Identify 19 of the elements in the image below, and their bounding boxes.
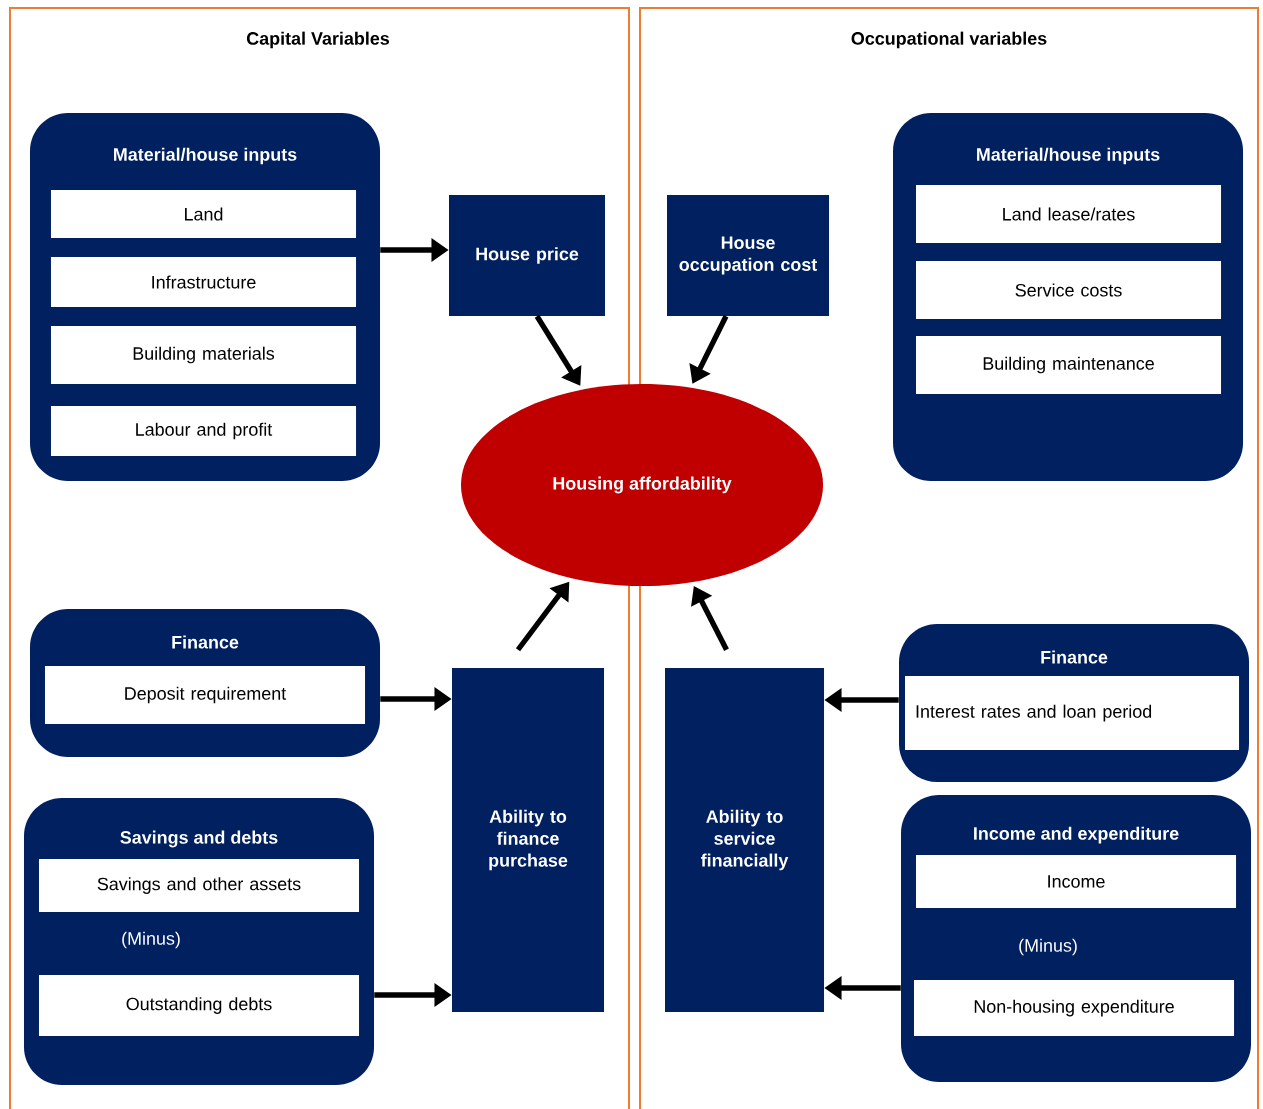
item-box: Building maintenance <box>916 336 1222 394</box>
process-box: Ability to service financially <box>665 668 824 1012</box>
process-box: Ability to finance purchase <box>452 668 604 1012</box>
item-box: Building materials <box>51 326 357 384</box>
item-box: Service costs <box>916 261 1222 319</box>
item-box: Outstanding debts <box>39 975 360 1036</box>
process-box: House price <box>449 195 605 316</box>
item-box: Savings and other assets <box>39 859 360 912</box>
panel-title: Capital Variables <box>246 31 390 49</box>
item-box: Infrastructure <box>51 257 357 307</box>
item-box: Deposit requirement <box>45 666 366 724</box>
item-box: Land <box>51 190 357 238</box>
item-box: Interest rates and loan period <box>905 676 1240 750</box>
item-box: Non-housing expenditure <box>914 980 1235 1036</box>
item-box: Income <box>916 855 1237 908</box>
item-box: Labour and profit <box>51 406 357 456</box>
item-box: Land lease/rates <box>916 185 1222 243</box>
process-box: House occupation cost <box>667 195 830 316</box>
panel-title: Occupational variables <box>851 31 1047 49</box>
